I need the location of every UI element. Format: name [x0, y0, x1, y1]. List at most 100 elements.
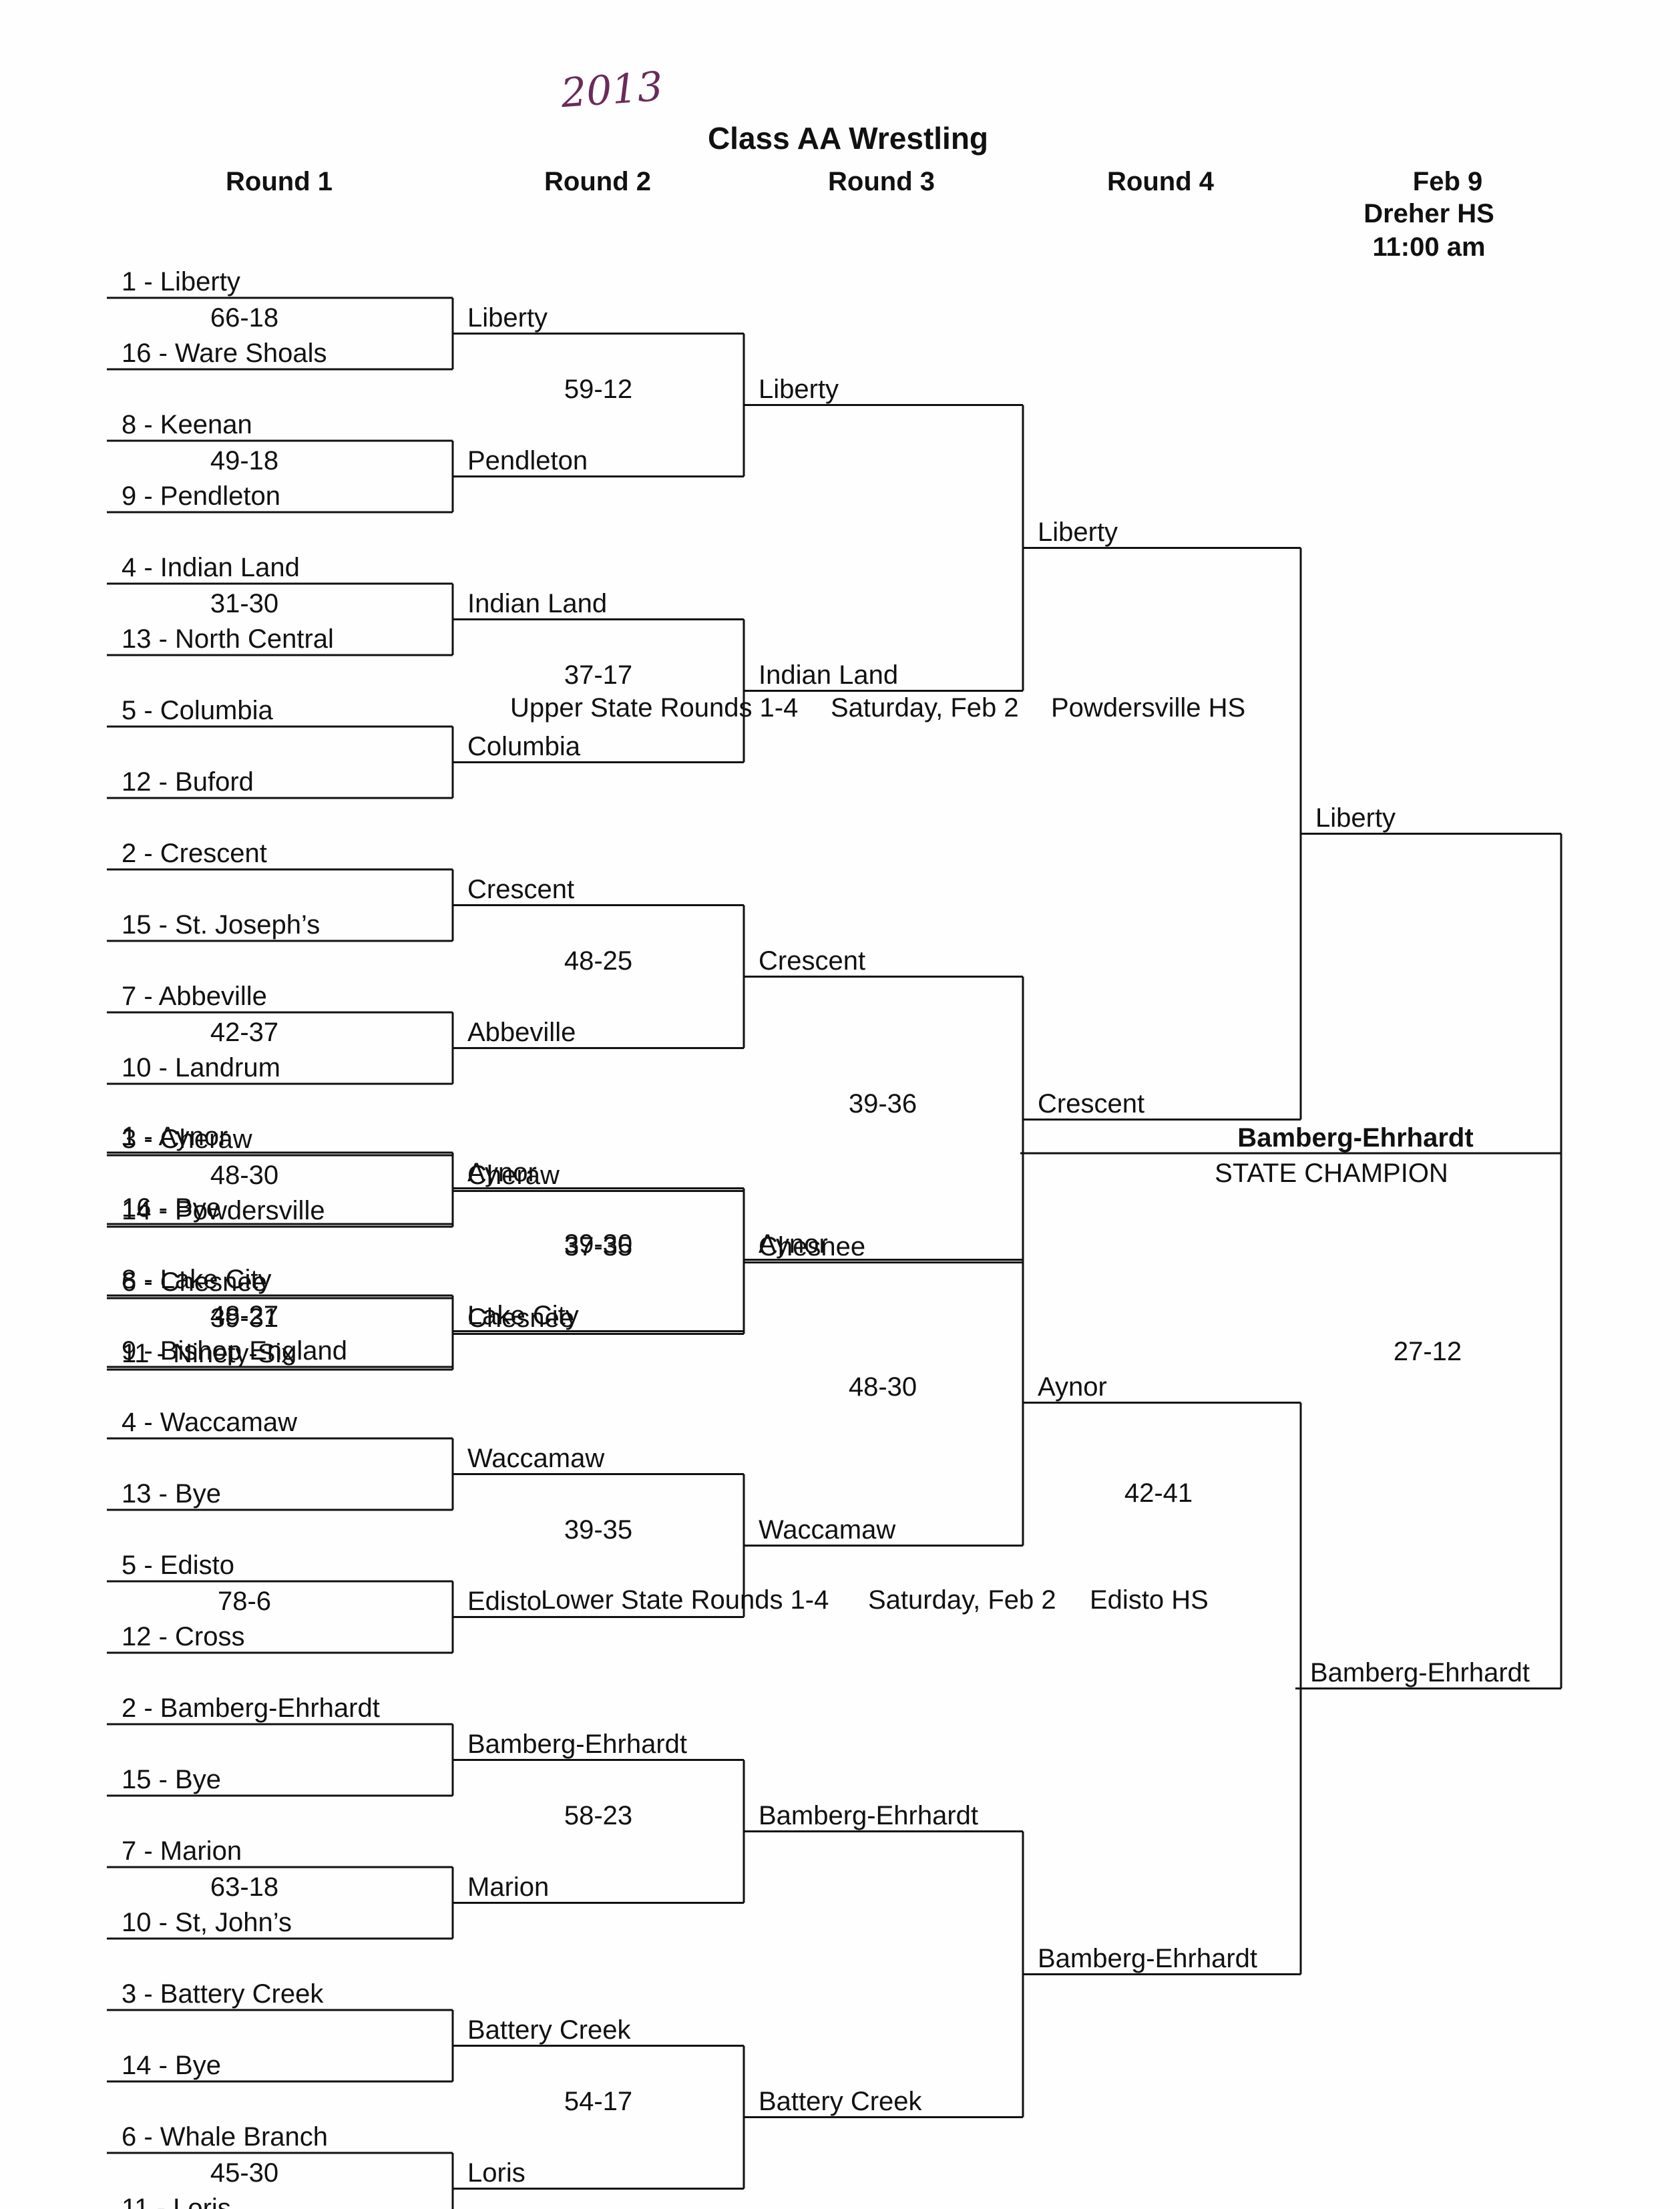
upper-r1-team: 16 - Ware Shoals — [122, 339, 327, 368]
upper-r4-team: Liberty — [1038, 517, 1118, 547]
upper-r1-team: 15 - St. Joseph’s — [122, 910, 321, 940]
lower-date-label: Saturday, Feb 2 — [868, 1585, 1056, 1615]
lower-r1-team: 11 - Loris — [122, 2194, 231, 2209]
lower-r1-team: 12 - Cross — [122, 1622, 245, 1651]
upper-r2-team: Pendleton — [467, 445, 588, 475]
lower-r4-team: Aynor — [1038, 1372, 1107, 1402]
upper-r2-score: 37-17 — [564, 660, 633, 690]
lower-r2-team: Bamberg-Ehrhardt — [467, 1729, 688, 1759]
lower-r4-team: Bamberg-Ehrhardt — [1038, 1943, 1258, 1973]
lower-r2-team: Marion — [467, 1872, 550, 1902]
upper-r1-team: 14 - Powdersville — [122, 1196, 325, 1225]
upper-r2-score: 59-12 — [564, 374, 633, 404]
upper-r1-team: 7 - Abbeville — [122, 982, 267, 1011]
upper-r1-score: 31-30 — [210, 588, 279, 618]
upper-r4-team: Crescent — [1038, 1088, 1145, 1119]
lower-r1-score: 45-30 — [210, 2158, 279, 2188]
lower-round4-score: 42-41 — [1124, 1478, 1193, 1508]
lower-r1-team: 15 - Bye — [122, 1765, 221, 1794]
upper-r2-team: Abbeville — [467, 1017, 576, 1047]
lower-r3-team: Aynor — [759, 1229, 828, 1259]
upper-r1-team: 11 - Ninety-Six — [122, 1339, 295, 1368]
final-score: 27-12 — [1393, 1337, 1462, 1366]
lower-r1-team: 13 - Bye — [122, 1479, 221, 1509]
upper-date-label: Saturday, Feb 2 — [831, 693, 1019, 723]
lower-r1-score: 78-6 — [217, 1586, 272, 1616]
lower-r1-team: 8 - Lake City — [122, 1265, 272, 1294]
upper-r2-score: 37-35 — [564, 1231, 633, 1261]
upper-r1-score: 49-18 — [210, 445, 279, 475]
upper-r1-score: 42-37 — [210, 1017, 279, 1047]
upper-r2-score: 48-25 — [564, 946, 633, 976]
header-final-date: Feb 9 — [1412, 167, 1483, 196]
handwritten-year: 2013 — [559, 63, 664, 118]
upper-r1-team: 6 - Chesnee — [122, 1267, 267, 1297]
upper-site-label: Powdersville HS — [1051, 693, 1246, 723]
lower-r3-team: Bamberg-Ehrhardt — [759, 1800, 979, 1830]
upper-r1-team: 10 - Landrum — [122, 1053, 280, 1082]
lower-r1-team: 3 - Battery Creek — [122, 1979, 324, 2009]
lower-r2-team: Loris — [467, 2158, 526, 2188]
lower-r1-team: 1 - Aynor — [122, 1122, 228, 1151]
header-round-2: Round 2 — [544, 167, 651, 196]
upper-r3-team: Indian Land — [759, 660, 899, 690]
header-final-time: 11:00 am — [1372, 232, 1486, 262]
upper-r1-team: 4 - Indian Land — [122, 553, 300, 582]
header-round-3: Round 3 — [828, 167, 935, 196]
lower-winner-name: Bamberg-Ehrhardt — [1310, 1657, 1530, 1687]
header-final-site: Dreher HS — [1363, 199, 1494, 228]
upper-r1-score: 66-18 — [210, 303, 279, 333]
lower-r1-score: 63-18 — [210, 1872, 279, 1902]
lower-r3-team: Waccamaw — [759, 1515, 896, 1545]
lower-r1-score: 48-27 — [210, 1300, 279, 1330]
lower-r1-team: 16 - Bye — [122, 1193, 221, 1223]
lower-r2-score: 58-23 — [564, 1800, 633, 1830]
lower-r2-score: 39-30 — [564, 1229, 633, 1259]
upper-rounds-label: Upper State Rounds 1-4 — [510, 693, 799, 723]
page-title: Class AA Wrestling — [707, 121, 989, 156]
header-round-4: Round 4 — [1107, 167, 1214, 196]
upper-r1-team: 12 - Buford — [122, 767, 254, 797]
upper-r2-team: Crescent — [467, 874, 575, 904]
lower-r2-team: Lake City — [467, 1300, 579, 1330]
state-champion-label: STATE CHAMPION — [1215, 1159, 1448, 1188]
header-round-1: Round 1 — [226, 167, 333, 196]
lower-r1-team: 10 - St, John’s — [122, 1908, 292, 1937]
upper-r3-score: 39-36 — [848, 1088, 917, 1119]
lower-r1-team: 5 - Edisto — [122, 1551, 234, 1580]
upper-r1-score: 48-30 — [210, 1160, 279, 1190]
upper-r1-team: 9 - Pendleton — [122, 481, 280, 511]
lower-rounds-label: Lower State Rounds 1-4 — [541, 1585, 829, 1615]
lower-r1-team: 2 - Bamberg-Ehrhardt — [122, 1693, 380, 1723]
upper-r1-team: 3 - Cheraw — [122, 1125, 252, 1154]
upper-r1-team: 5 - Columbia — [122, 696, 273, 725]
lower-r1-team: 4 - Waccamaw — [122, 1408, 298, 1437]
upper-r3-team: Crescent — [759, 946, 866, 976]
upper-r1-team: 2 - Crescent — [122, 839, 267, 868]
upper-r2-team: Liberty — [467, 303, 548, 333]
lower-r2-team: Edisto — [467, 1586, 542, 1616]
upper-r2-team: Columbia — [467, 731, 580, 761]
lower-site-label: Edisto HS — [1090, 1585, 1209, 1615]
lower-r1-team: 14 - Bye — [122, 2051, 221, 2080]
lower-r3-score: 48-30 — [848, 1372, 917, 1402]
lower-r1-team: 7 - Marion — [122, 1836, 242, 1866]
upper-r2-team: Cheraw — [467, 1160, 560, 1190]
upper-r3-team: Liberty — [759, 374, 839, 404]
lower-r2-team: Waccamaw — [467, 1443, 605, 1473]
lower-r2-team: Aynor — [467, 1157, 537, 1187]
upper-r1-score: 39-31 — [210, 1303, 279, 1333]
upper-r3-team: Chesnee — [759, 1231, 866, 1261]
upper-r2-team: Indian Land — [467, 588, 608, 618]
lower-r2-score: 39-35 — [564, 1515, 633, 1545]
lower-r1-team: 6 - Whale Branch — [122, 2122, 329, 2152]
upper-r2-team: Chesnee — [467, 1303, 575, 1333]
lower-r1-team: 9 - Bishop England — [122, 1336, 348, 1366]
lower-r2-score: 54-17 — [564, 2086, 633, 2116]
upper-r1-team: 1 - Liberty — [122, 267, 240, 296]
upper-r1-team: 8 - Keenan — [122, 410, 252, 439]
lower-r2-team: Battery Creek — [467, 2015, 631, 2045]
lower-r3-team: Battery Creek — [759, 2086, 922, 2116]
